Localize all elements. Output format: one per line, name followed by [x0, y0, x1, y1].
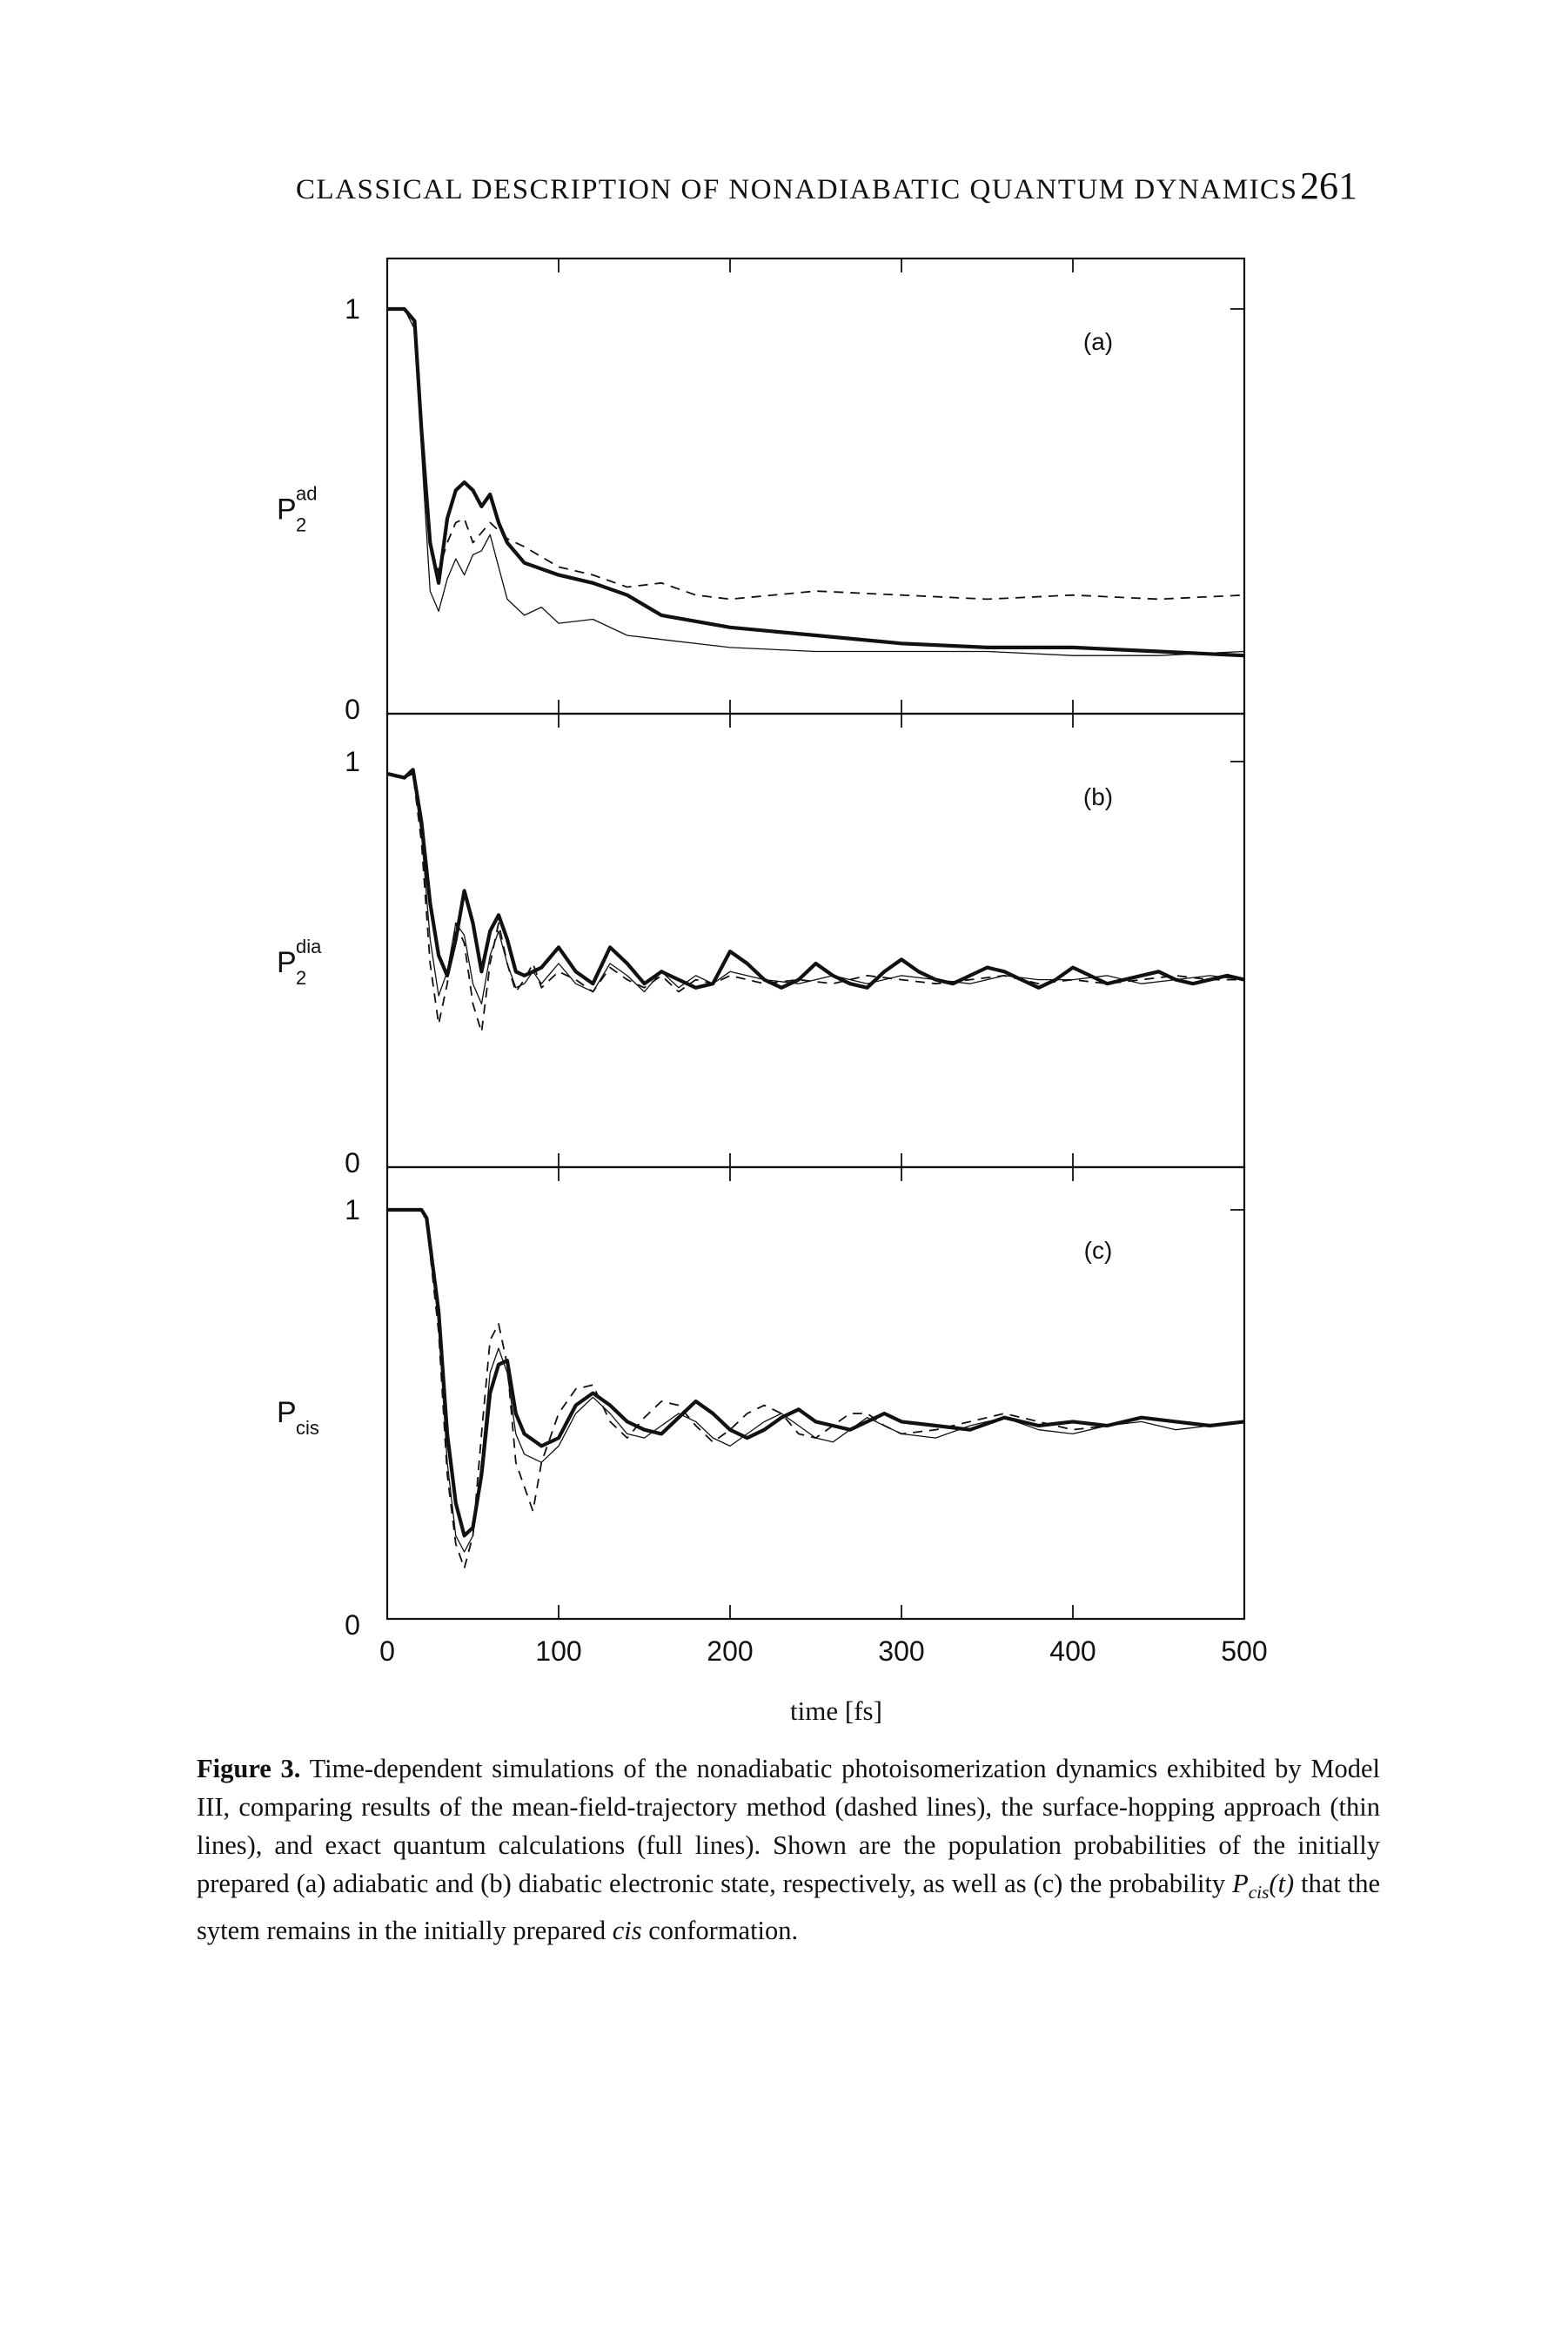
panel-frame-1 — [385, 257, 1246, 715]
series-line-thin — [387, 308, 1245, 656]
y-axis-label: P — [277, 1396, 297, 1429]
panel-frame-3 — [385, 1165, 1246, 1621]
series-line-full — [386, 768, 1245, 990]
panel-frame-2 — [385, 712, 1246, 1169]
series-line-thin — [386, 773, 1245, 1005]
x-tick-label: 300 — [878, 1635, 924, 1667]
y-tick-label: 1 — [345, 293, 360, 325]
series-line-full — [387, 306, 1245, 658]
y-axis-label-sup: ad — [296, 483, 317, 505]
series-line-dashed — [386, 773, 1244, 1033]
caption-pcis: Pcis(t) — [1232, 1869, 1295, 1904]
figure-caption: Figure 3. Time-dependent simulations of … — [197, 1749, 1380, 1950]
series-line-dashed — [387, 1209, 1245, 1569]
x-tick-label: 500 — [1221, 1635, 1267, 1667]
x-tick-label: 200 — [707, 1635, 753, 1667]
x-tick-label: 0 — [379, 1635, 395, 1667]
panel-label: (b) — [1083, 783, 1113, 810]
running-header: CLASSICAL DESCRIPTION OF NONADIABATIC QU… — [296, 164, 1357, 216]
panel-label: (c) — [1084, 1237, 1113, 1264]
y-axis-label: P — [277, 946, 297, 979]
y-tick-label: 0 — [345, 1147, 360, 1178]
y-axis-label-sub: 2 — [296, 967, 306, 989]
x-tick-label: 400 — [1049, 1635, 1096, 1667]
y-tick-label: 0 — [345, 694, 360, 725]
series-line-full — [387, 1207, 1245, 1538]
y-axis-label-sub: cis — [296, 1417, 319, 1439]
y-axis-label-sup: dia — [296, 936, 322, 957]
y-tick-label: 0 — [345, 1609, 360, 1641]
x-axis-label: time [fs] — [790, 1695, 882, 1726]
y-axis-label-sub: 2 — [296, 514, 306, 536]
running-head-title: CLASSICAL DESCRIPTION OF NONADIABATIC QU… — [296, 174, 1298, 205]
caption-label: Figure 3. — [197, 1754, 301, 1783]
x-tick-label: 100 — [535, 1635, 581, 1667]
y-tick-label: 1 — [345, 1194, 360, 1225]
series-line-dashed — [387, 308, 1245, 601]
panel-label: (a) — [1083, 328, 1113, 355]
series-line-thin — [387, 1209, 1245, 1553]
y-tick-label: 1 — [345, 746, 360, 777]
page-number: 261 — [1300, 164, 1357, 207]
caption-text: Time-dependent simulations of the nonadi… — [197, 1754, 1380, 1946]
y-axis-label: P — [277, 494, 297, 527]
